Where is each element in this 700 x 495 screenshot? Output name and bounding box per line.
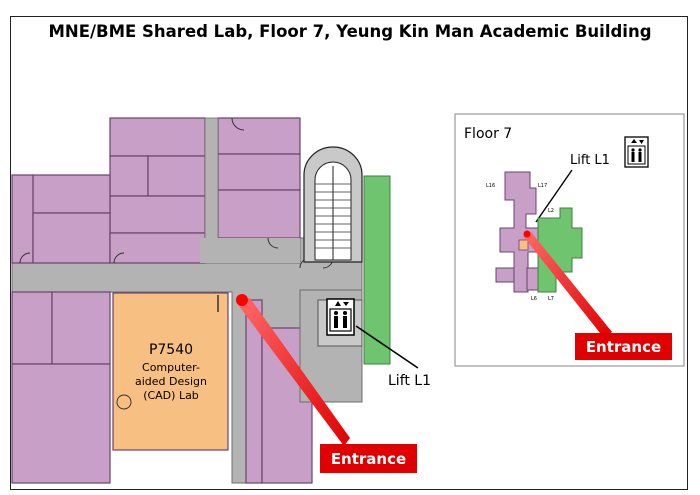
entrance-badge: Entrance xyxy=(320,444,417,473)
inset-map: Floor 7 Lift L1 L16 L17 L2 L6 xyxy=(454,113,685,367)
lift-icon[interactable] xyxy=(326,298,355,336)
lab-column xyxy=(116,394,132,410)
main-floor-plan: Lift L1 P7540 Computer- aided Design (CA… xyxy=(11,117,431,484)
inset-entrance-label: Entrance xyxy=(586,338,661,356)
room-name-line-1: Computer- xyxy=(142,361,200,374)
upper-wing-rooms xyxy=(11,117,301,264)
green-zone xyxy=(363,175,391,365)
inset-entrance-dot xyxy=(523,230,531,238)
inset-lift-number-2: L17 xyxy=(538,183,547,189)
inset-lift-number-1: L16 xyxy=(486,183,495,189)
entrance-dot xyxy=(236,294,248,306)
inset-lift-number-4: L6 xyxy=(531,296,537,302)
lift-pointer-line xyxy=(355,325,419,369)
inset-building-green xyxy=(537,207,583,293)
inset-lift-pointer xyxy=(535,169,573,223)
room-number: P7540 xyxy=(149,342,193,358)
page-title: MNE/BME Shared Lab, Floor 7, Yeung Kin M… xyxy=(48,22,652,41)
room-name-line-3: (CAD) Lab xyxy=(143,389,199,402)
inset-title: Floor 7 xyxy=(464,126,512,142)
inset-lift-label: Lift L1 xyxy=(570,153,610,168)
stair-tower xyxy=(303,146,363,263)
inset-lift-number-5: L7 xyxy=(548,296,554,302)
lower-wing-rooms xyxy=(11,291,111,484)
cad-lab-room xyxy=(112,292,229,451)
inset-lift-icon xyxy=(624,136,649,168)
inset-cad-lab xyxy=(518,239,529,251)
inset-entrance-marker-icon xyxy=(523,232,612,338)
entrance-marker-icon xyxy=(236,298,350,446)
inset-entrance-badge: Entrance xyxy=(575,333,672,360)
room-name-line-2: aided Design xyxy=(135,375,207,388)
inset-lift-number-3: L2 xyxy=(548,208,554,214)
entrance-label: Entrance xyxy=(331,450,406,468)
upper-corridor-link xyxy=(200,238,300,263)
lift-label: Lift L1 xyxy=(388,373,431,389)
